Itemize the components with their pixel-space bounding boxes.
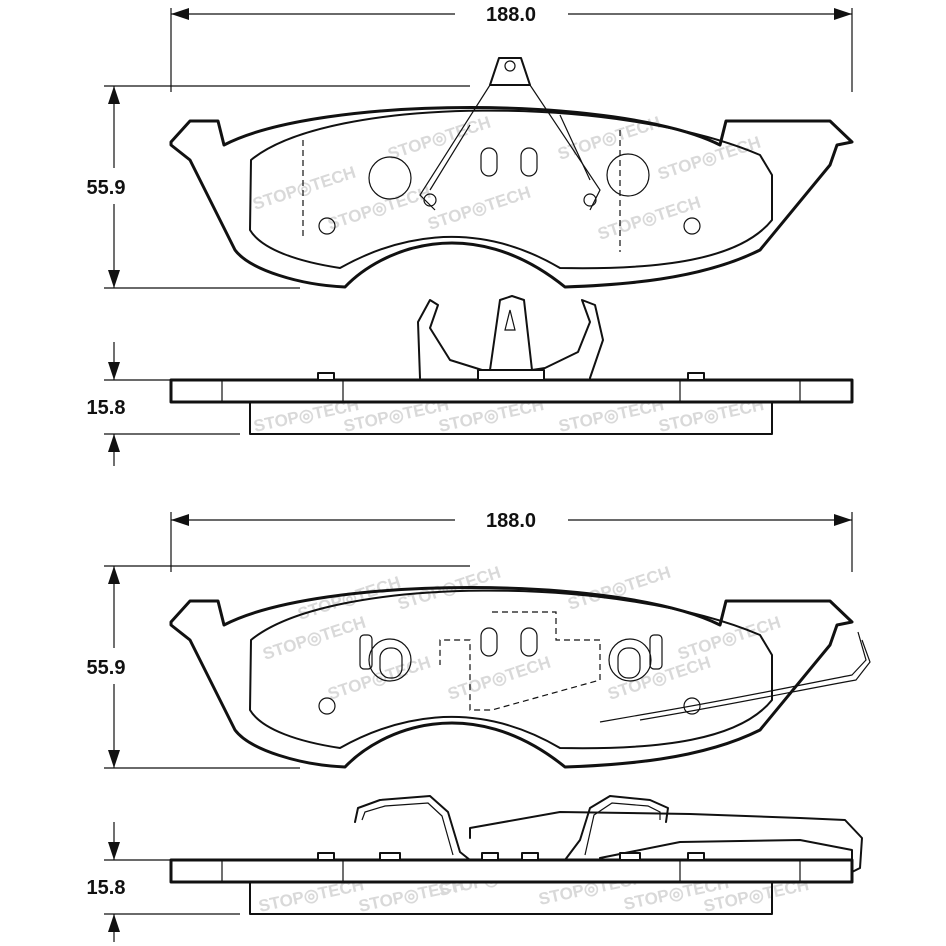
backing-plate-outline [169, 106, 854, 289]
watermark: STOP◎TECH [325, 183, 433, 234]
rivet-hole-left-assembly [359, 634, 412, 682]
top-pad-side-view: STOP◎TECH STOP◎TECH STOP◎TECH STOP◎TECH … [87, 295, 854, 466]
spring-clip [417, 295, 604, 379]
wear-sensor-wire-2 [639, 639, 871, 721]
watermark: STOP◎TECH [445, 653, 553, 704]
clip-pin-right [583, 193, 597, 207]
side-rivet [687, 852, 705, 861]
arrow-head [108, 914, 120, 932]
arrow-head [108, 434, 120, 452]
arrow-head [108, 86, 120, 104]
arrow-head [834, 514, 852, 526]
clip-plate-outline [439, 611, 601, 711]
bottom-pad-side-view: STOP◎TECH STOP◎TECH STOP◎TECH STOP◎TECH … [87, 795, 863, 942]
side-rivet [687, 372, 705, 381]
side-backing-plate [169, 378, 854, 404]
watermark: STOP◎TECH [260, 613, 368, 664]
side-rivet [521, 852, 539, 861]
slot-right [520, 147, 538, 177]
clip-tab-inner [617, 647, 641, 679]
side-rivet [317, 852, 335, 861]
spring-clip-inner [504, 309, 516, 331]
height-label: 55.9 [87, 657, 126, 679]
friction-material-outline [249, 589, 773, 750]
clip-tab [359, 634, 373, 670]
rivet-hole-left [368, 156, 412, 200]
side-rivet [379, 852, 401, 861]
side-friction-material [249, 881, 773, 915]
wire-clip-inner [361, 802, 661, 856]
arrow-head [108, 842, 120, 860]
clip-triangle [419, 84, 601, 211]
arrow-head [108, 362, 120, 380]
thickness-label: 15.8 [87, 877, 126, 899]
rivet-hole-right [608, 638, 652, 682]
dimension-width-top: 188.0 [170, 4, 853, 92]
friction-boundary-dashed [302, 130, 621, 252]
watermark: STOP◎TECH [425, 183, 533, 234]
wire-clip [354, 795, 669, 861]
clip-triangle-inner [429, 114, 591, 191]
rivet-hole-right [606, 153, 650, 197]
bottom-pad-front-view: STOP◎TECH STOP◎TECH STOP◎TECH STOP◎TECH … [87, 510, 871, 769]
clip-tab-inner [379, 647, 403, 679]
slot-left [480, 147, 498, 177]
arrow-head [171, 8, 189, 20]
small-hole-right [683, 217, 701, 235]
side-friction-material [249, 401, 773, 435]
slot-left [480, 627, 498, 657]
small-hole-left [318, 217, 336, 235]
side-backing-plate [169, 858, 854, 884]
watermark: STOP◎TECH [605, 653, 713, 704]
width-label: 188.0 [486, 510, 536, 532]
arrow-head [171, 514, 189, 526]
arrow-head [108, 750, 120, 768]
watermark: STOP◎TECH [385, 113, 493, 164]
watermark: STOP◎TECH [595, 193, 703, 244]
rivet-hole-left [368, 638, 412, 682]
thickness-label: 15.8 [87, 397, 126, 419]
small-hole-right [683, 697, 701, 715]
clip-pin-left [423, 193, 437, 207]
height-label: 55.9 [87, 177, 126, 199]
side-rivet [317, 372, 335, 381]
arrow-head [108, 270, 120, 288]
clip-tab [649, 634, 663, 670]
rivet-hole-right-assembly [608, 634, 663, 682]
top-pad-front-view: STOP◎TECH STOP◎TECH STOP◎TECH STOP◎TECH … [87, 4, 854, 289]
dimension-height-top: 55.9 [87, 85, 470, 289]
clip-base [477, 369, 545, 381]
width-label: 188.0 [486, 4, 536, 26]
arrow-head [108, 566, 120, 584]
arrow-head [834, 8, 852, 20]
small-hole-left [318, 697, 336, 715]
dimension-height-bottom: 55.9 [87, 565, 470, 769]
backing-plate-outline [169, 586, 854, 769]
dimension-width-bottom: 188.0 [170, 510, 853, 572]
sensor-bracket [469, 811, 863, 873]
watermark: STOP◎TECH [675, 613, 783, 664]
watermark: STOP◎TECH [555, 113, 663, 164]
wear-sensor-wire [599, 631, 867, 723]
dimension-thickness-top: 15.8 [87, 342, 240, 466]
slot-right [520, 627, 538, 657]
side-rivet [619, 852, 641, 861]
side-rivet [481, 852, 499, 861]
friction-material-outline [249, 109, 773, 270]
dimension-thickness-bottom: 15.8 [87, 822, 240, 942]
abutment-hole [504, 60, 516, 72]
watermark: STOP◎TECH [250, 163, 358, 214]
